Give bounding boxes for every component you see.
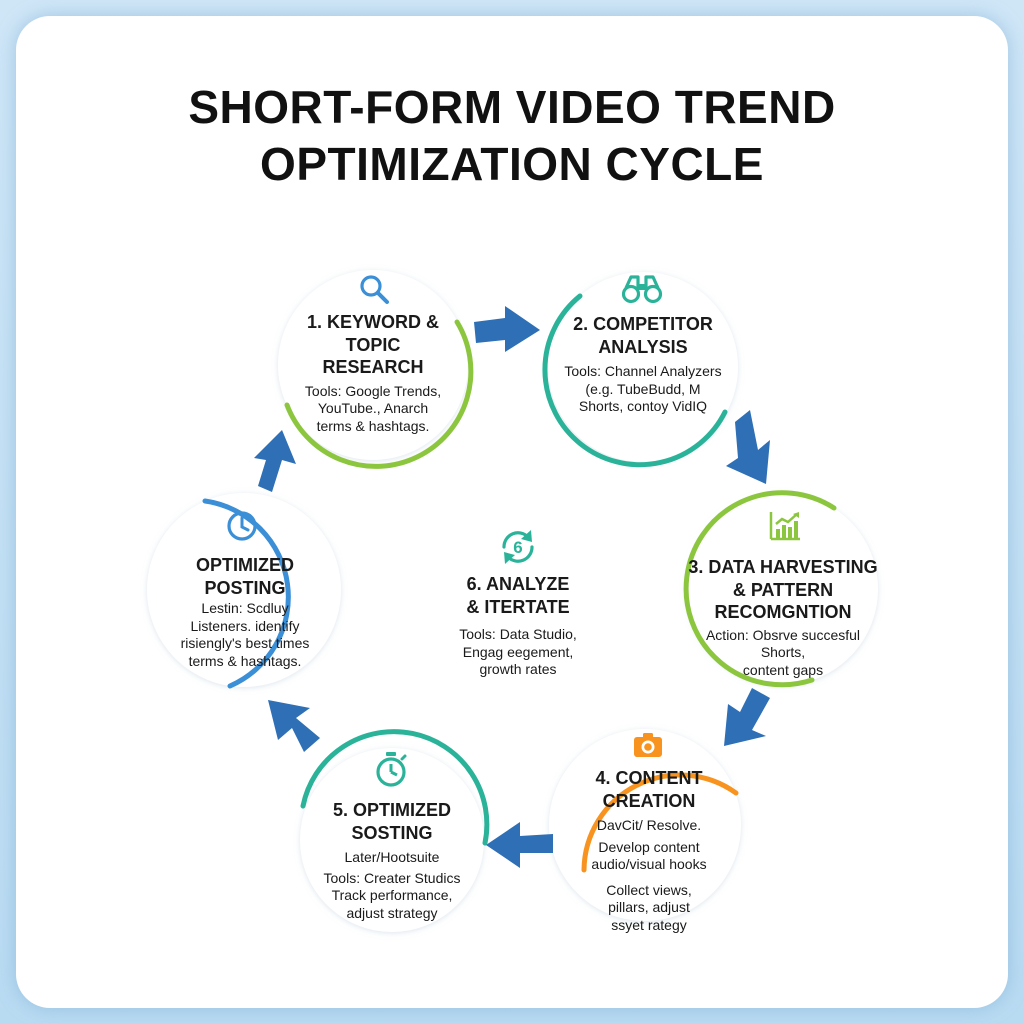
title-line-2: OPTIMIZATION CYCLE <box>260 138 764 190</box>
arc-competitor <box>542 293 728 468</box>
node-keyword-body-2: YouTube., Anarch <box>317 400 429 416</box>
refresh-six-icon: 6 <box>502 530 534 564</box>
node-sosting-body-2: Tools: Creater Studics <box>323 869 461 886</box>
binoculars-icon <box>621 275 663 304</box>
node-data-body-2: Shorts, <box>760 644 806 660</box>
node-sosting-head-1: 5. OPTIMIZED <box>332 800 451 820</box>
node-competitor-body-3: Shorts, contoy VidIQ <box>578 398 708 414</box>
node-competitor-body-1: Tools: Channel Analyzers <box>564 363 722 379</box>
node-posting-body-2: Listeners. identify <box>190 617 300 634</box>
node-content-body-2: Develop content <box>598 838 700 855</box>
node-posting-body-4: terms & hashtags. <box>188 652 302 669</box>
node-circle-sosting <box>300 748 484 932</box>
node-sosting: 5. OPTIMIZED SOSTING Later/Hootsuite Too… <box>302 799 482 922</box>
arc-data <box>683 490 837 688</box>
node-analyze: 6. ANALYZE & ITERTATE Tools: Data Studio… <box>430 573 606 679</box>
node-circle-competitor <box>548 272 738 462</box>
node-data-head-1: 3. DATA HARVESTING <box>688 557 878 577</box>
node-analyze-body-1: Tools: Data Studio, <box>459 626 577 642</box>
node-sosting-body-3: Track performance, <box>331 887 453 903</box>
node-competitor-head-1: 2. COMPETITOR <box>573 314 713 334</box>
title-line-1: SHORT-FORM VIDEO TREND <box>188 81 836 133</box>
node-circle-data <box>686 493 878 685</box>
node-keyword-head-2: TOPIC <box>345 334 401 355</box>
node-analyze-body-3: growth rates <box>479 661 557 677</box>
arrow-sosting-to-posting <box>268 700 320 752</box>
node-keyword-body-3: terms & hashtags. <box>316 417 430 434</box>
node-analyze-body-2: Engag eegement, <box>462 643 574 660</box>
node-data-body-3: content gaps <box>742 661 824 678</box>
node-posting: OPTIMIZED POSTING Lestin: Scdluy Listene… <box>160 554 330 670</box>
node-sosting-head-2: SOSTING <box>351 822 433 843</box>
node-keyword-head-3: RESEARCH <box>322 357 424 377</box>
arc-keyword <box>284 319 474 469</box>
node-data-head-2: & PATTERN <box>732 579 834 600</box>
node-keyword: 1. KEYWORD & TOPIC RESEARCH Tools: Googl… <box>283 311 463 435</box>
node-competitor-body-2: (e.g. TubeBudd, M <box>585 380 701 397</box>
node-content-head-2: CREATION <box>602 790 696 811</box>
node-circle-posting <box>147 493 341 687</box>
node-content-head-1: 4. CONTENT <box>595 768 703 788</box>
node-competitor: 2. COMPETITOR ANALYSIS Tools: Channel An… <box>548 313 738 416</box>
node-content-body-6: ssyet rategy <box>611 916 687 933</box>
arrow-data-to-content <box>724 688 770 746</box>
node-sosting-body-4: adjust strategy <box>346 904 438 921</box>
arrow-posting-to-keyword <box>254 430 296 492</box>
node-keyword-body-1: Tools: Google Trends, <box>304 382 442 399</box>
clock-icon <box>227 511 257 541</box>
stopwatch-icon <box>376 752 407 787</box>
search-icon <box>360 275 389 304</box>
node-posting-head-2: POSTING <box>204 577 286 598</box>
node-sosting-body-1: Later/Hootsuite <box>344 849 440 865</box>
chart-icon <box>769 512 800 541</box>
arrow-keyword-to-competitor <box>474 306 540 352</box>
node-keyword-head-1: 1. KEYWORD & <box>306 312 439 332</box>
node-competitor-head-2: ANALYSIS <box>598 336 688 357</box>
node-content-body-3: audio/visual hooks <box>591 856 707 872</box>
refresh-six-number: 6 <box>513 538 522 557</box>
camera-icon <box>634 733 662 757</box>
arc-content <box>581 772 739 873</box>
node-posting-body-3: risiengly's best times <box>180 635 310 651</box>
node-posting-head-1: OPTIMIZED <box>196 555 294 575</box>
node-analyze-head-1: 6. ANALYZE <box>466 574 570 594</box>
arrow-competitor-to-data <box>726 410 770 484</box>
node-data-head-3: RECOMGNTION <box>714 602 852 622</box>
node-circle-keyword <box>278 270 468 460</box>
node-content-body-4: Collect views, <box>606 881 692 898</box>
node-posting-body-1: Lestin: Scdluy <box>201 600 289 616</box>
node-analyze-head-2: & ITERTATE <box>466 596 570 617</box>
node-data: 3. DATA HARVESTING & PATTERN RECOMGNTION… <box>672 556 894 679</box>
arrow-content-to-sosting <box>486 822 553 868</box>
arc-sosting <box>300 729 490 846</box>
node-content-body-5: pillars, adjust <box>608 899 690 915</box>
node-content: 4. CONTENT CREATION DavCit/ Resolve. Dev… <box>566 767 732 934</box>
node-data-body-1: Action: Obsrve succesful <box>705 626 861 643</box>
node-content-body-1: DavCit/ Resolve. <box>596 817 702 833</box>
